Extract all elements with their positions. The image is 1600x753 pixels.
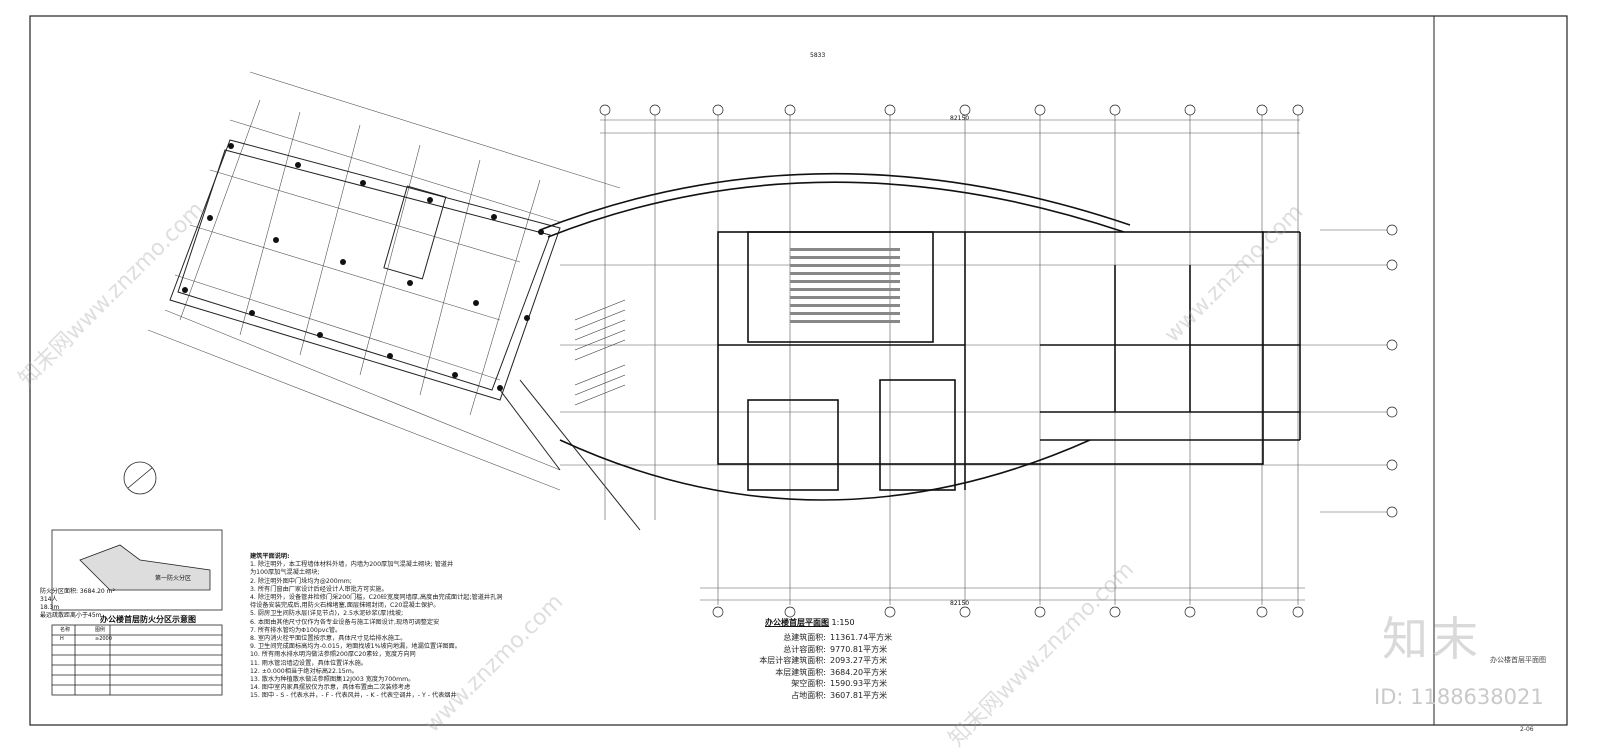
- notes-heading: 建筑平面说明:: [250, 553, 290, 560]
- key-plan-stats: 防火分区面积: 3684.20 m² 314人 18.3m 最远疏散距离小于45…: [40, 588, 115, 620]
- stat-label: 总计容面积:: [783, 644, 826, 654]
- legend-cell: H: [60, 636, 64, 642]
- sheet-border: [29, 15, 1568, 726]
- note-item: 1. 除注明外，本工程墙体材料外墙，内墙为200厚加气混凝土砌块; 管道井: [250, 561, 454, 569]
- legend-header: 名称: [60, 627, 71, 633]
- note-item: 2. 除注明外图中门垛均为@200mm;: [250, 577, 352, 585]
- key-area: 防火分区面积: 3684.20 m²: [40, 588, 115, 595]
- plan-caption: 办公楼首层平面图 1:150: [765, 617, 855, 628]
- brand-logo: 知末: [1382, 612, 1482, 666]
- stat-label: 架空面积:: [791, 679, 826, 689]
- stat-value: 3607.81平方米: [830, 690, 888, 700]
- stat-value: 11361.74平方米: [830, 633, 893, 642]
- stat-label: 本层计容建筑面积:: [759, 656, 826, 666]
- note-item: 待设备安装完成后,用防火石棉堵塞,面层抹砌封闭，C20混凝土保护。: [250, 602, 440, 610]
- drawing-id: ID: 1188638021: [1374, 685, 1544, 709]
- note-item: 15. 图中 - S - 代表水井，- F - 代表风井，- K - 代表空调井…: [250, 692, 457, 700]
- key-evac: 最远疏散距离小于45m: [40, 612, 102, 619]
- stat-value: 3684.20平方米: [830, 667, 888, 677]
- stat-label: 总建筑面积:: [783, 633, 826, 642]
- key-people: 314人: [40, 596, 58, 603]
- sheet-number: 2-06: [1520, 726, 1534, 733]
- legend-header: 图例: [95, 627, 106, 633]
- stat-value: 9770.81平方米: [830, 644, 888, 654]
- plan-scale: 1:150: [831, 618, 855, 627]
- note-item: 11. 雨水管沿墙边设置，具体位置详水施。: [250, 659, 367, 667]
- left-wing-walls: [169, 139, 641, 531]
- note-item: 4. 除注明外，设备管井检修门采200门槛，C20砼宽度同墙厚,高度由完成面计起…: [250, 594, 503, 602]
- key-plan: [51, 529, 223, 696]
- area-stats: 总建筑面积: 11361.74平方米 总计容面积: 9770.81平方米 本层计容建…: [740, 632, 892, 702]
- fire-zone-label: 第一防火分区: [155, 575, 192, 582]
- note-item: 13. 散水为种植散水做法参照图集12J003 宽度为700mm。: [250, 676, 415, 684]
- main-walls: [539, 172, 1301, 501]
- note-item: 3. 所有门窗由厂家设计后经设计人审批方可实施。: [250, 585, 388, 593]
- note-item: 7. 所有排水管均为Φ100pvc管。: [250, 626, 342, 634]
- key-height: 18.3m: [40, 604, 60, 611]
- note-item: 12. ±0.000相当于绝对标高22.15m。: [250, 667, 358, 675]
- note-item: 5. 厨房卫生间防水层(详见节点)，2.5水泥砂浆(厚)找坡;: [250, 610, 404, 618]
- key-plan-title: 办公楼首层防火分区示意图: [100, 615, 196, 624]
- overall-dim-bottom: 82150: [950, 600, 970, 607]
- stat-label: 本层建筑面积:: [775, 667, 826, 677]
- plan-title: 办公楼首层平面图: [765, 618, 829, 627]
- stat-value: 1590.93平方米: [830, 679, 888, 689]
- note-item: 为100厚加气混凝土砌块;: [250, 569, 320, 577]
- note-item: 9. 卫生间完成面标高均为-0.015，地面找坡1%坡向地漏，地漏位置详图面。: [250, 643, 461, 651]
- note-item: 10. 所有雨水排水明沟做法参照200厚C20素砼，宽度方向同: [250, 651, 416, 659]
- grid-bubbles: [599, 104, 1398, 618]
- note-item: 6. 本图由其他尺寸仅作为各专业设备与施工详图设计,现场可调整定安: [250, 618, 440, 626]
- legend-cell: ≥2000: [95, 636, 112, 642]
- top-small-dim: 5833: [810, 52, 826, 59]
- left-wing-grid: [147, 71, 621, 491]
- note-item: 14. 图中室内家具摆放仅为示意，具体布置由二次装修考虑: [250, 684, 411, 692]
- overall-dim-top: 82150: [950, 115, 970, 122]
- columns: [182, 143, 544, 391]
- stat-label: 占地面积:: [791, 690, 826, 700]
- title-block-subtitle: 办公楼首层平面图: [1490, 656, 1546, 664]
- stairs: [574, 299, 626, 406]
- stat-value: 2093.27平方米: [830, 656, 888, 666]
- note-item: 8. 室内消火栓平面位置按示意，具体尺寸见给排水施工。: [250, 635, 407, 643]
- north-arrow-icon: [123, 461, 157, 495]
- plan-notes: 建筑平面说明: 1. 除注明外，本工程墙体材料外墙，内墙为200厚加气混凝土砌块…: [250, 553, 503, 701]
- auditorium-seats: [790, 248, 900, 323]
